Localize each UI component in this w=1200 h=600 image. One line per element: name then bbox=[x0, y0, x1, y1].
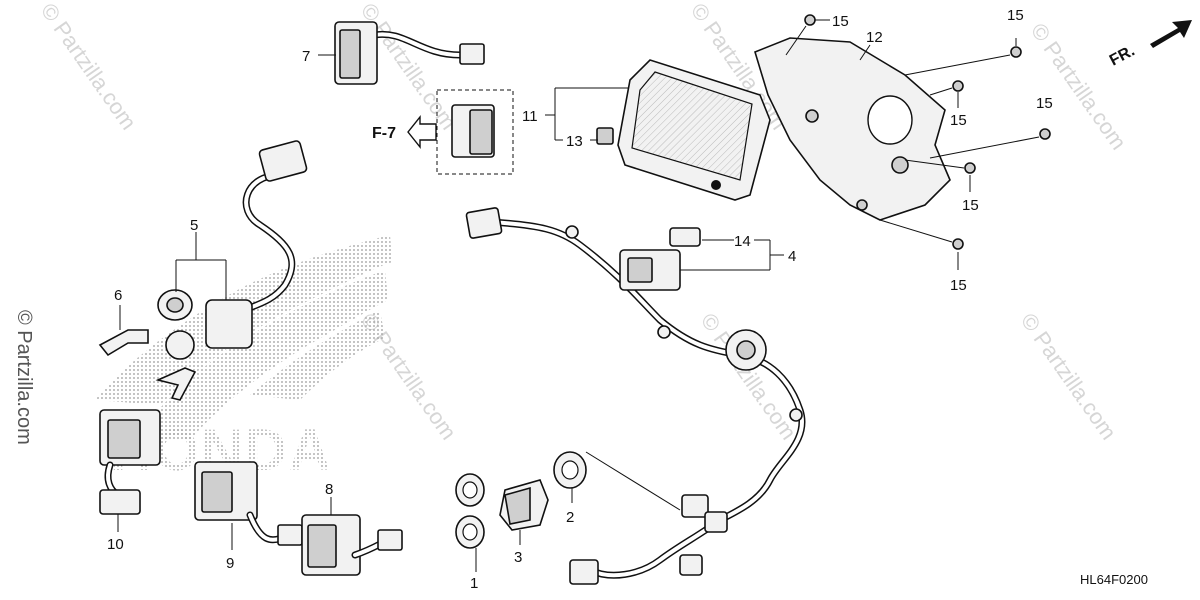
callout-7: 7 bbox=[302, 48, 310, 65]
diagram-reference-code: HL64F0200 bbox=[1080, 572, 1148, 587]
callout-11: 11 bbox=[522, 108, 538, 125]
part-4-connector bbox=[619, 227, 784, 291]
part-7-switch bbox=[318, 21, 485, 85]
callout-13: 13 bbox=[566, 133, 583, 150]
callout-2: 2 bbox=[566, 509, 574, 526]
watermark: © Partzilla.com bbox=[1016, 309, 1122, 445]
main-wire-harness bbox=[465, 207, 806, 585]
callout-15: 15 bbox=[950, 112, 967, 129]
callout-15: 15 bbox=[962, 197, 979, 214]
callout-15: 15 bbox=[950, 277, 967, 294]
front-direction-label: FR. bbox=[1107, 42, 1138, 69]
ignition-switch-assembly bbox=[98, 140, 308, 401]
callout-labels: 1 2 3 4 5 6 7 8 9 10 11 12 13 14 15 15 1… bbox=[107, 7, 1053, 592]
callout-14: 14 bbox=[734, 233, 751, 250]
part-9-switch bbox=[194, 461, 303, 550]
callout-15: 15 bbox=[832, 13, 849, 30]
callout-4: 4 bbox=[788, 248, 796, 265]
part-12-cover bbox=[754, 37, 951, 221]
part-15-bolts bbox=[785, 14, 1051, 270]
callout-8: 8 bbox=[325, 481, 333, 498]
front-arrow-icon bbox=[1150, 20, 1192, 48]
callout-3: 3 bbox=[514, 549, 522, 566]
front-direction-indicator: FR. bbox=[1107, 20, 1192, 70]
callout-5: 5 bbox=[190, 217, 198, 234]
callout-10: 10 bbox=[107, 536, 124, 553]
callout-15: 15 bbox=[1036, 95, 1053, 112]
left-arrow-icon bbox=[407, 115, 437, 149]
callout-9: 9 bbox=[226, 555, 234, 572]
callout-15: 15 bbox=[1007, 7, 1024, 24]
part-8-switch bbox=[301, 497, 403, 576]
callout-1: 1 bbox=[470, 575, 478, 592]
part-11-meter bbox=[545, 59, 771, 201]
part-2-ring bbox=[553, 451, 681, 511]
figure-reference-label: F-7 bbox=[372, 125, 396, 142]
part-3-socket bbox=[499, 479, 549, 545]
figure-reference: F-7 bbox=[372, 89, 514, 175]
watermark: © Partzilla.com bbox=[36, 0, 142, 134]
part-1-grommet bbox=[455, 473, 485, 572]
callout-6: 6 bbox=[114, 287, 122, 304]
watermark: © Partzilla.com bbox=[13, 310, 35, 445]
f7-switch-face bbox=[469, 109, 493, 155]
callout-12: 12 bbox=[866, 29, 883, 46]
optional-part-box bbox=[436, 89, 514, 175]
part-10-switch bbox=[99, 409, 161, 532]
watermark: © Partzilla.com bbox=[696, 309, 802, 445]
